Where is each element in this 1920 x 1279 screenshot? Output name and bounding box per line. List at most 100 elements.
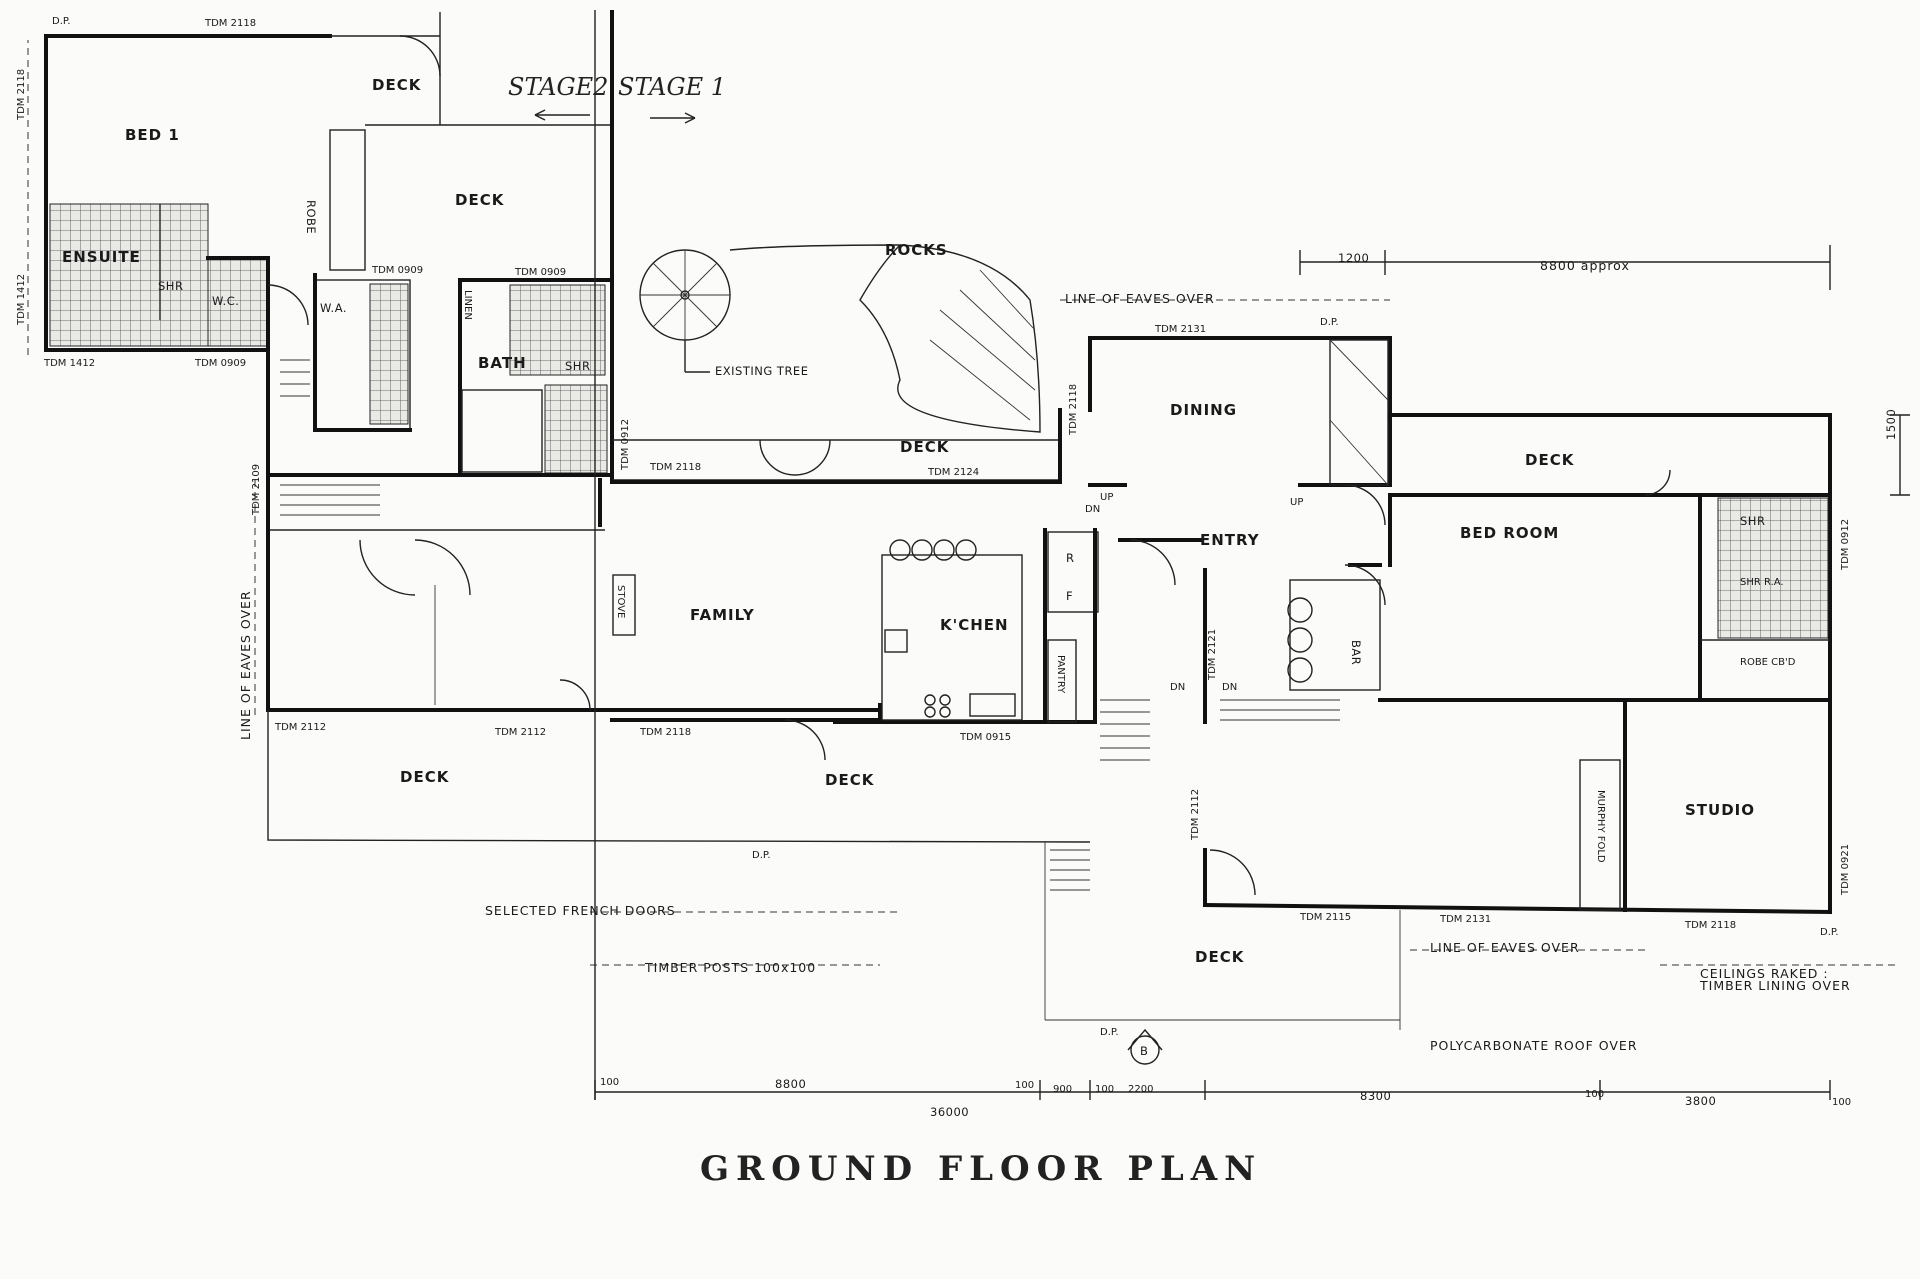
note-polycarbonate: POLYCARBONATE ROOF OVER [1430,1038,1638,1053]
note-eaves-bottom: LINE OF EAVES OVER [1430,940,1580,955]
dim-100: 100 [1015,1080,1034,1091]
window-tag: TDM 1412 [43,358,95,369]
window-tag: TDM 2131 [1154,324,1206,335]
existing-tree-label: EXISTING TREE [715,364,808,378]
window-tag: TDM 2121 [1207,629,1218,681]
room-stove: STOVE [615,585,626,618]
room-bath: BATH [478,354,527,372]
eaves-lines [27,40,1900,966]
window-tag: TDM 0909 [514,267,566,278]
window-tag: TDM 2118 [1068,384,1079,436]
room-ensuite-shr: SHR [158,279,183,293]
downpipe-marker: D.P. [52,16,71,27]
room-bar: BAR [1349,640,1363,665]
downpipe-marker: D.P. [1820,927,1839,938]
room-bath-shr: SHR [565,359,590,373]
room-r: R [1066,551,1075,565]
note-french-doors: SELECTED FRENCH DOORS [485,903,676,918]
room-ensuite: ENSUITE [62,248,141,266]
room-deck-left: DECK [400,768,450,786]
dim-100: 100 [1585,1089,1604,1100]
room-shr-ra: SHR R.A. [1740,577,1784,588]
room-studio: STUDIO [1685,801,1755,819]
window-tag: TDM 0912 [1840,519,1851,571]
room-bedroom: BED ROOM [1460,524,1559,542]
stair-down-marker: DN [1085,504,1100,515]
room-wc: W.C. [212,294,239,308]
room-bed1: BED 1 [125,126,180,144]
room-family: FAMILY [690,606,755,624]
room-shr3: SHR [1740,514,1765,528]
downpipe-marker: D.P. [1320,317,1339,328]
room-dining: DINING [1170,401,1237,419]
dimension-lines [594,10,1910,1100]
dim-8800: 8800 [775,1077,806,1091]
window-tag: TDM 2118 [16,69,27,121]
dim-100: 100 [1832,1097,1851,1108]
room-deck-right: DECK [1525,451,1575,469]
dim-100: 100 [1095,1084,1114,1095]
window-tag: TDM 2112 [274,722,326,733]
note-ceilings-1: CEILINGS RAKED : [1700,966,1829,981]
window-tag: TDM 2109 [251,464,262,516]
note-timber-posts: TIMBER POSTS 100x100 [644,960,816,975]
note-ceilings-2: TIMBER LINING OVER [1699,978,1851,993]
dim-8800-approx: 8800 approx [1540,258,1630,273]
window-tag: TDM 0915 [959,732,1011,743]
downpipe-marker: D.P. [1100,1027,1119,1038]
section-marker [1127,1028,1163,1065]
rocks-graphic [729,244,1041,433]
note-eaves-left: LINE OF EAVES OVER [238,590,253,740]
window-tag: TDM 2124 [927,467,979,478]
section-marker-label: B [1140,1044,1148,1058]
room-wa: W.A. [320,301,347,315]
room-linen: LINEN [462,290,473,320]
window-tag: TDM 2112 [494,727,546,738]
room-entry: ENTRY [1200,531,1260,549]
dim-8300: 8300 [1360,1089,1391,1103]
kitchen-fittings [612,539,1313,718]
window-tag: TDM 2118 [639,727,691,738]
window-tag: TDM 2131 [1439,914,1491,925]
downpipe-marker: D.P. [752,850,771,861]
room-kitchen: K'CHEN [940,616,1009,634]
window-tag: TDM 1412 [16,274,27,326]
dim-1500: 1500 [1884,409,1898,440]
stage2-walls [44,10,882,712]
window-tag: TDM 2115 [1299,912,1351,923]
dim-3800: 3800 [1685,1094,1716,1108]
stage1-label: STAGE 1 [618,73,726,101]
dim-100: 100 [600,1077,619,1088]
note-eaves-top: LINE OF EAVES OVER [1065,291,1215,306]
plan-title: GROUND FLOOR PLAN [700,1149,1262,1189]
stair-up-marker: UP [1290,497,1303,508]
stage-arrows [534,109,696,124]
room-deck-top-a: DECK [372,76,422,94]
stair-down-marker: DN [1170,682,1185,693]
room-pantry: PANTRY [1055,655,1066,694]
dim-900: 900 [1053,1084,1072,1095]
stair-up-marker: UP [1100,492,1113,503]
window-tag: TDM 0909 [194,358,246,369]
window-tag: TDM 2112 [1190,789,1201,841]
stair-down-marker: DN [1222,682,1237,693]
room-deck-mid: DECK [900,438,950,456]
window-tag: TDM 2118 [204,18,256,29]
stage1-walls [610,336,1833,915]
window-tag: TDM 2118 [1684,920,1736,931]
room-deck-bottom: DECK [1195,948,1245,966]
dim-2200: 2200 [1128,1084,1153,1095]
room-robe: ROBE [304,200,318,234]
window-tag: TDM 0921 [1840,844,1851,896]
dim-36000: 36000 [930,1105,969,1119]
window-tag: TDM 0912 [620,419,631,471]
window-tag: TDM 2118 [649,462,701,473]
deck-outlines [267,439,1401,1030]
room-f: F [1066,589,1073,603]
window-tag: TDM 0909 [371,265,423,276]
rocks-label: ROCKS [885,241,948,259]
room-deck-bottom-mid: DECK [825,771,875,789]
room-murphy-fold: MURPHY FOLD [1595,790,1606,863]
dim-1200: 1200 [1338,251,1369,265]
